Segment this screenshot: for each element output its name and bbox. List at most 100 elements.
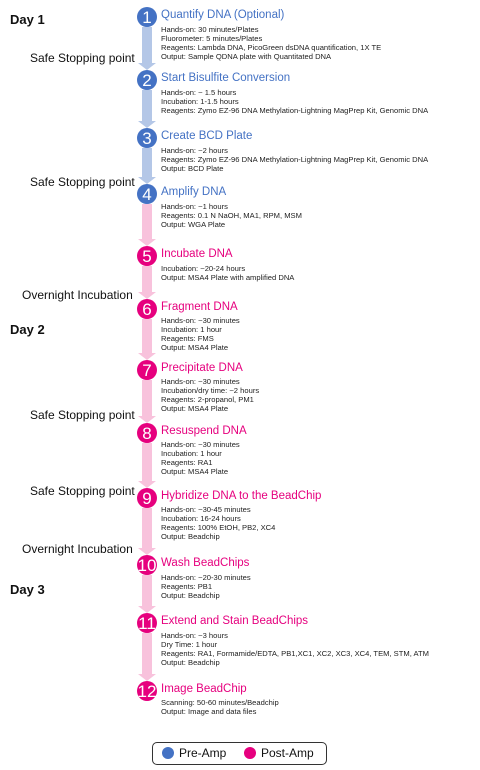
step-4-number: 4 [142, 185, 151, 204]
step-10-detail: Reagents: PB1 [161, 582, 213, 591]
step-4-circle [137, 184, 157, 204]
flow-arrow-shaft [142, 508, 152, 549]
flow-arrow-shaft [142, 90, 152, 122]
step-8-circle [137, 423, 157, 443]
step-12-detail: Scanning: 50-60 minutes/Beadchip [161, 698, 279, 707]
step-2-circle [137, 70, 157, 90]
step-6-title: Fragment DNA [161, 301, 238, 313]
flow-arrow-shaft [142, 380, 152, 417]
step-11-detail: Reagents: RA1, Formamide/EDTA, PB1,XC1, … [161, 649, 429, 658]
flow-arrow-shaft [142, 27, 152, 64]
step-5-detail: Incubation: ~20-24 hours [161, 264, 246, 273]
step-11-detail: Dry Time: 1 hour [161, 640, 218, 649]
flow-arrow-shaft [142, 443, 152, 482]
step-2-detail: Reagents: Zymo EZ-96 DNA Methylation-Lig… [161, 106, 429, 115]
step-3-circle [137, 128, 157, 148]
step-6-circle [137, 299, 157, 319]
day-2-label: Day 2 [10, 322, 45, 337]
safe-stopping-note: Safe Stopping point [30, 175, 135, 189]
step-9-detail: Reagents: 100% EtOH, PB2, XC4 [161, 523, 276, 532]
step-7-detail: Output: MSA4 Plate [161, 404, 229, 413]
step-11-number: 11 [138, 614, 156, 633]
flow-arrow-head [138, 674, 156, 681]
post-amp-legend-label: Post-Amp [261, 746, 314, 760]
step-10-detail: Output: Beadchip [161, 591, 220, 600]
flow-arrow-head [138, 606, 156, 613]
safe-stopping-note: Safe Stopping point [30, 408, 135, 422]
step-4-title: Amplify DNA [161, 186, 227, 198]
step-11-title: Extend and Stain BeadChips [161, 615, 309, 627]
safe-stopping-note: Safe Stopping point [30, 51, 135, 65]
step-4-detail: Output: WGA Plate [161, 220, 226, 229]
step-6-detail: Output: MSA4 Plate [161, 343, 229, 352]
step-4-detail: Hands-on: ~1 hours [161, 202, 228, 211]
step-9-detail: Output: Beadchip [161, 532, 220, 541]
step-1-title: Quantify DNA (Optional) [161, 9, 285, 21]
step-1-detail: Output: Sample QDNA plate with Quantitat… [161, 52, 332, 61]
step-7-title: Precipitate DNA [161, 362, 243, 374]
step-3-detail: Reagents: Zymo EZ-96 DNA Methylation-Lig… [161, 155, 429, 164]
step-4-detail: Reagents: 0.1 N NaOH, MA1, RPM, MSM [161, 211, 302, 220]
day-3-label: Day 3 [10, 582, 45, 597]
flow-arrow-head [138, 548, 156, 555]
step-11-detail: Hands-on: ~3 hours [161, 631, 228, 640]
step-9-title: Hybridize DNA to the BeadChip [161, 490, 322, 502]
step-10-circle [137, 555, 157, 575]
flow-arrow-head [138, 481, 156, 488]
step-9-detail: Hands-on: ~30-45 minutes [161, 505, 251, 514]
step-10-detail: Hands-on: ~20-30 minutes [161, 573, 251, 582]
step-2-title: Start Bisulfite Conversion [161, 72, 291, 84]
step-2-number: 2 [142, 71, 151, 90]
step-1-detail: Hands-on: 30 minutes/Plates [161, 25, 259, 34]
flow-arrow-head [138, 353, 156, 360]
step-8-detail: Reagents: RA1 [161, 458, 213, 467]
flow-arrow-shaft [142, 319, 152, 354]
step-11-detail: Output: Beadchip [161, 658, 220, 667]
step-12-title: Image BeadChip [161, 683, 247, 695]
step-8-title: Resuspend DNA [161, 425, 247, 437]
step-7-number: 7 [142, 361, 151, 380]
step-8-detail: Hands-on: ~30 minutes [161, 440, 240, 449]
step-7-circle [137, 360, 157, 380]
step-7-detail: Hands-on: ~30 minutes [161, 377, 240, 386]
flow-arrow-shaft [142, 148, 152, 178]
step-6-detail: Incubation: 1 hour [161, 325, 222, 334]
step-3-number: 3 [142, 129, 151, 148]
flow-arrow-shaft [142, 204, 152, 240]
step-5-detail: Output: MSA4 Plate with amplified DNA [161, 273, 295, 282]
step-10-title: Wash BeadChips [161, 557, 250, 569]
flow-arrow-head [138, 239, 156, 246]
flow-arrow-head [138, 177, 156, 184]
step-8-detail: Output: MSA4 Plate [161, 467, 229, 476]
flow-arrow-head [138, 63, 156, 70]
flow-arrow-shaft [142, 633, 152, 675]
step-1-number: 1 [142, 8, 151, 27]
step-8-detail: Incubation: 1 hour [161, 449, 222, 458]
step-2-detail: Incubation: 1-1.5 hours [161, 97, 239, 106]
overnight-incubation-note: Overnight Incubation [22, 542, 133, 556]
flow-arrow-head [138, 292, 156, 299]
step-9-circle [137, 488, 157, 508]
step-3-title: Create BCD Plate [161, 130, 253, 142]
flow-arrow-head [138, 416, 156, 423]
day-1-label: Day 1 [10, 12, 45, 27]
step-12-number: 12 [138, 682, 157, 701]
step-1-circle [137, 7, 157, 27]
step-5-title: Incubate DNA [161, 248, 233, 260]
pre-amp-legend-label: Pre-Amp [179, 746, 227, 760]
step-6-detail: Reagents: FMS [161, 334, 214, 343]
step-1-detail: Reagents: Lambda DNA, PicoGreen dsDNA qu… [161, 43, 382, 52]
step-6-number: 6 [142, 300, 151, 319]
post-amp-legend-swatch [244, 747, 256, 759]
overnight-incubation-note: Overnight Incubation [22, 288, 133, 302]
step-5-number: 5 [142, 247, 151, 266]
step-7-detail: Incubation/dry time: ~2 hours [161, 386, 260, 395]
step-11-circle [137, 613, 157, 633]
phase-legend: Pre-Amp Post-Amp [152, 742, 327, 765]
step-2-detail: Hands-on: ~ 1.5 hours [161, 88, 237, 97]
flow-arrow-head [138, 121, 156, 128]
pre-amp-legend-swatch [162, 747, 174, 759]
safe-stopping-note: Safe Stopping point [30, 484, 135, 498]
flow-arrow-shaft [142, 266, 152, 293]
